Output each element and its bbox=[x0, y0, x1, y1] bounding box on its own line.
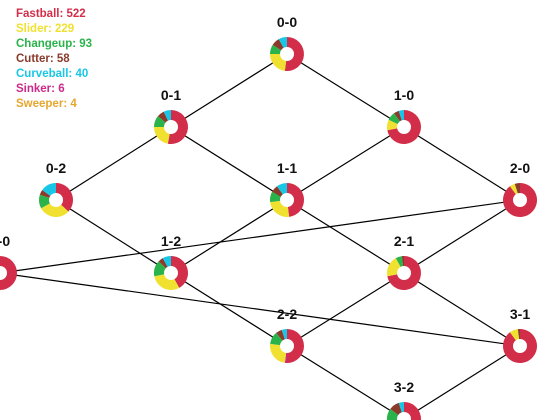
count-label: 2-2 bbox=[277, 306, 297, 322]
legend-separator: : bbox=[49, 53, 57, 65]
legend-name: Sweeper bbox=[16, 98, 64, 110]
legend-item-sweeper: Sweeper: 4 bbox=[16, 97, 92, 112]
donut-hole bbox=[397, 120, 411, 134]
edge-1-2-to-2-2 bbox=[170, 272, 288, 347]
legend-count: 229 bbox=[55, 23, 75, 35]
count-node-3-0: 3-0 bbox=[0, 233, 17, 290]
count-label: 0-0 bbox=[277, 14, 297, 30]
slice-0-2-fastball bbox=[56, 183, 74, 212]
donut-hole bbox=[280, 339, 294, 353]
legend-item-fastball: Fastball: 522 bbox=[16, 7, 92, 22]
edge-0-0-to-1-0 bbox=[286, 53, 405, 128]
count-label: 0-2 bbox=[46, 160, 66, 176]
count-node-3-2: 3-2 bbox=[387, 379, 421, 420]
slice-3-0-fastball bbox=[0, 256, 17, 290]
slice-0-2-changeup bbox=[38, 194, 56, 209]
edge-3-0-to-3-1 bbox=[0, 272, 521, 347]
count-label: 3-0 bbox=[0, 233, 10, 249]
legend-separator: : bbox=[63, 98, 71, 110]
count-node-1-0: 1-0 bbox=[386, 87, 421, 144]
legend-separator: : bbox=[51, 83, 59, 95]
edge-0-1-to-0-2 bbox=[55, 126, 172, 201]
count-label: 2-0 bbox=[510, 160, 530, 176]
count-node-2-1: 2-1 bbox=[386, 233, 421, 290]
legend-name: Sinker bbox=[16, 83, 52, 95]
legend-count: 4 bbox=[70, 98, 77, 110]
edge-1-0-to-1-1 bbox=[286, 126, 405, 201]
donut-hole bbox=[513, 339, 527, 353]
slice-0-0-fastball bbox=[284, 37, 304, 71]
edge-2-0-to-3-0 bbox=[0, 199, 521, 274]
count-label: 1-1 bbox=[277, 160, 297, 176]
count-label: 1-0 bbox=[394, 87, 414, 103]
edge-1-1-to-1-2 bbox=[170, 199, 288, 274]
count-label: 3-1 bbox=[510, 306, 530, 322]
legend-count: 522 bbox=[66, 8, 86, 20]
legend-count: 40 bbox=[75, 68, 89, 80]
count-node-0-2: 0-2 bbox=[38, 160, 74, 218]
donut-hole bbox=[164, 266, 178, 280]
count-label: 2-1 bbox=[394, 233, 414, 249]
edge-2-1-to-3-1 bbox=[403, 272, 521, 347]
count-node-1-2: 1-2 bbox=[153, 233, 189, 291]
count-node-0-0: 0-0 bbox=[270, 14, 304, 71]
legend-item-slider: Slider: 229 bbox=[16, 22, 92, 37]
donut-hole bbox=[164, 120, 178, 134]
donut-hole bbox=[280, 193, 294, 207]
legend-count: 58 bbox=[56, 53, 70, 65]
edge-0-2-to-1-2 bbox=[55, 199, 172, 274]
legend-name: Cutter bbox=[16, 53, 50, 65]
donut-hole bbox=[397, 266, 411, 280]
count-node-2-2: 2-2 bbox=[269, 306, 304, 364]
legend-count: 6 bbox=[58, 83, 65, 95]
legend-name: Changeup bbox=[16, 38, 73, 50]
legend-item-cutter: Cutter: 58 bbox=[16, 52, 92, 67]
legend-item-curveball: Curveball: 40 bbox=[16, 67, 92, 82]
edge-3-1-to-3-2 bbox=[403, 345, 521, 420]
donut-hole bbox=[49, 193, 63, 207]
count-node-1-1: 1-1 bbox=[269, 160, 305, 218]
count-transition-edges bbox=[0, 53, 521, 420]
count-node-2-0: 2-0 bbox=[503, 160, 538, 217]
count-node-3-1: 3-1 bbox=[503, 306, 538, 363]
legend-count: 93 bbox=[79, 38, 93, 50]
legend-name: Fastball bbox=[16, 8, 60, 20]
slice-0-2-slider bbox=[41, 200, 69, 218]
slice-1-2-fastball bbox=[171, 256, 189, 288]
donut-hole bbox=[513, 193, 527, 207]
edge-0-0-to-0-1 bbox=[170, 53, 288, 128]
legend-separator: : bbox=[59, 8, 67, 20]
slice-1-1-fastball bbox=[287, 182, 305, 217]
count-label: 3-2 bbox=[394, 379, 414, 395]
edge-0-1-to-1-1 bbox=[170, 126, 288, 201]
legend-item-changeup: Changeup: 93 bbox=[16, 37, 92, 52]
legend-name: Slider bbox=[16, 23, 48, 35]
count-nodes: 0-0 1-0 2-0 3-0 0-1 1-1 2-1 3-1 0-2 1-2 2-2 3-2 bbox=[0, 14, 538, 420]
donut-hole bbox=[0, 266, 7, 280]
legend-name: Curveball bbox=[16, 68, 69, 80]
legend-separator: : bbox=[47, 23, 55, 35]
edge-2-0-to-2-1 bbox=[403, 199, 521, 274]
count-label: 1-2 bbox=[161, 233, 181, 249]
edge-2-2-to-3-2 bbox=[286, 345, 405, 420]
edge-1-1-to-2-1 bbox=[286, 199, 405, 274]
edge-1-0-to-2-0 bbox=[403, 126, 521, 201]
count-node-0-1: 0-1 bbox=[153, 87, 188, 144]
legend-separator: : bbox=[68, 68, 76, 80]
slice-2-2-fastball bbox=[287, 329, 304, 363]
edge-2-1-to-2-2 bbox=[286, 272, 405, 347]
donut-hole bbox=[397, 412, 411, 420]
donut-hole bbox=[280, 47, 294, 61]
legend-separator: : bbox=[72, 38, 80, 50]
legend-item-sinker: Sinker: 6 bbox=[16, 82, 92, 97]
count-label: 0-1 bbox=[161, 87, 181, 103]
